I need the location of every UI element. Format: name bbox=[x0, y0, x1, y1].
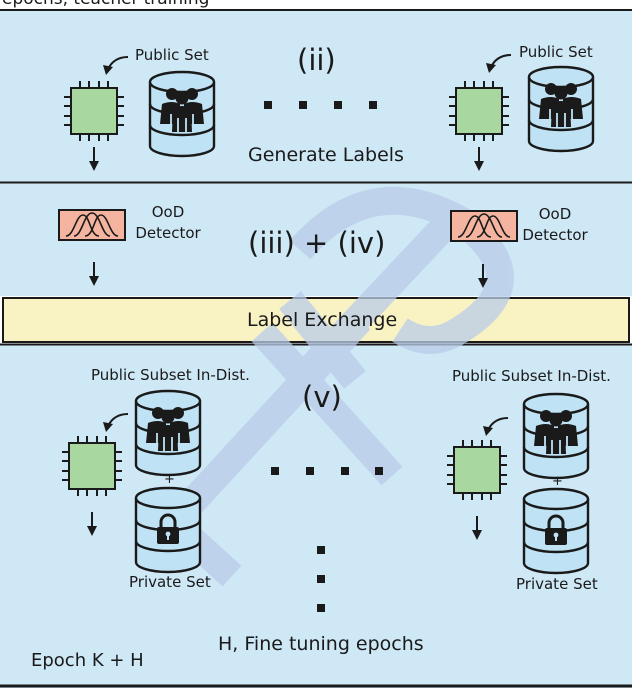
bell-curves-icon bbox=[58, 209, 126, 241]
label-exchange-text: Label Exchange bbox=[247, 309, 398, 331]
epoch-label: Epoch K + H bbox=[31, 650, 144, 671]
public-subset-label-right: Public Subset In-Dist. bbox=[452, 367, 611, 385]
private-set-label-left: Private Set bbox=[129, 573, 211, 591]
database-people-icon bbox=[148, 70, 216, 158]
ood-detector-line2: Detector bbox=[135, 224, 201, 242]
ellipsis-dots bbox=[264, 101, 377, 109]
plus-sign-left: + bbox=[164, 472, 175, 487]
chip-icon bbox=[446, 439, 508, 501]
vertical-dots bbox=[317, 546, 325, 612]
ood-detector-line1: OoD bbox=[151, 203, 185, 221]
ood-detector-label-right: OoD Detector bbox=[518, 207, 592, 243]
database-people-icon bbox=[134, 389, 202, 477]
ood-detector-line1: OoD bbox=[538, 205, 572, 223]
database-people-icon bbox=[522, 392, 590, 480]
chip-icon bbox=[63, 80, 125, 142]
step-label-iii-iv: (iii) + (iv) bbox=[248, 226, 386, 260]
ood-detector-label-left: OoD Detector bbox=[131, 205, 205, 241]
ood-detector-line2: Detector bbox=[522, 226, 588, 244]
ellipsis-dots bbox=[271, 467, 383, 475]
step-label-v: (v) bbox=[302, 380, 342, 414]
database-lock-icon bbox=[134, 486, 202, 574]
chip-icon bbox=[61, 435, 123, 497]
private-set-label-right: Private Set bbox=[516, 575, 598, 593]
fine-tuning-epochs-caption: H, Fine tuning epochs bbox=[218, 633, 424, 655]
public-subset-label-left: Public Subset In-Dist. bbox=[91, 366, 250, 384]
database-people-icon bbox=[527, 65, 595, 153]
bell-curves-icon bbox=[450, 210, 518, 242]
step-label-ii: (ii) bbox=[297, 43, 336, 77]
public-set-label-right: Public Set bbox=[519, 43, 593, 61]
header-caption: epochs, teacher-training bbox=[2, 0, 209, 8]
database-lock-icon bbox=[522, 487, 590, 575]
plus-sign-right: + bbox=[552, 474, 563, 489]
public-set-label-left: Public Set bbox=[135, 46, 209, 64]
generate-labels-caption: Generate Labels bbox=[248, 144, 404, 166]
chip-icon bbox=[448, 80, 510, 142]
